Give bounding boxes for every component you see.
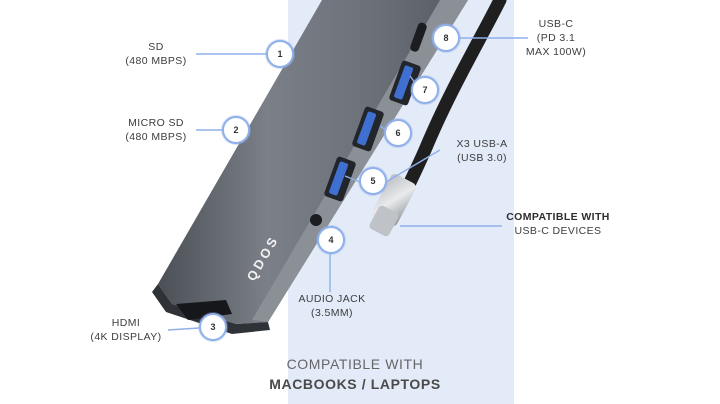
callout-badge-6: 6 [384, 119, 412, 147]
usb-c-port [410, 22, 427, 52]
audio-jack-port [310, 214, 322, 226]
callout-badge-8: 8 [432, 24, 460, 52]
label-sd-subtitle: (480 MBPS) [125, 55, 187, 67]
footer-line-2: MACBOOKS / LAPTOPS [269, 376, 441, 392]
label-hdmi-subtitle: (4K DISPLAY) [90, 331, 162, 343]
label-compatible-devices-subtitle: USB-C DEVICES [514, 225, 602, 237]
label-usb-a-subtitle: (USB 3.0) [457, 152, 507, 164]
hub-body [158, 0, 468, 324]
label-micro-sd-title: MICRO SD [128, 117, 184, 129]
cable-plug-tip [369, 205, 399, 237]
label-audio-jack-title: AUDIO JACK [298, 293, 366, 305]
label-sd-title: SD [148, 41, 164, 53]
callout-badge-1: 1 [266, 40, 294, 68]
callout-badge-2: 2 [222, 116, 250, 144]
label-micro-sd: MICRO SD (480 MBPS) [118, 116, 194, 144]
callout-badge-5: 5 [359, 167, 387, 195]
label-sd: SD (480 MBPS) [118, 40, 194, 68]
footer-line-1: COMPATIBLE WITH [286, 356, 424, 372]
label-audio-jack: AUDIO JACK (3.5MM) [290, 292, 374, 320]
label-compatible-devices: COMPATIBLE WITH USB-C DEVICES [500, 210, 616, 238]
label-micro-sd-subtitle: (480 MBPS) [125, 131, 187, 143]
label-compatible-devices-title: COMPATIBLE WITH [506, 211, 610, 223]
label-usb-c-subtitle-2: MAX 100W) [525, 46, 587, 58]
label-hdmi: HDMI (4K DISPLAY) [84, 316, 168, 344]
label-usb-a: X3 USB-A (USB 3.0) [440, 137, 524, 165]
label-audio-jack-subtitle: (3.5MM) [311, 307, 353, 319]
label-usb-c-subtitle: (PD 3.1 [536, 32, 576, 44]
label-usb-c: USB-C (PD 3.1 MAX 100W) [516, 17, 596, 59]
label-hdmi-title: HDMI [111, 317, 141, 329]
callout-badge-7: 7 [411, 76, 439, 104]
usb-a-ports [324, 60, 421, 202]
label-usb-a-title: X3 USB-A [456, 138, 508, 150]
callout-badge-3: 3 [199, 313, 227, 341]
callout-badge-4: 4 [317, 226, 345, 254]
label-usb-c-title: USB-C [538, 18, 574, 30]
